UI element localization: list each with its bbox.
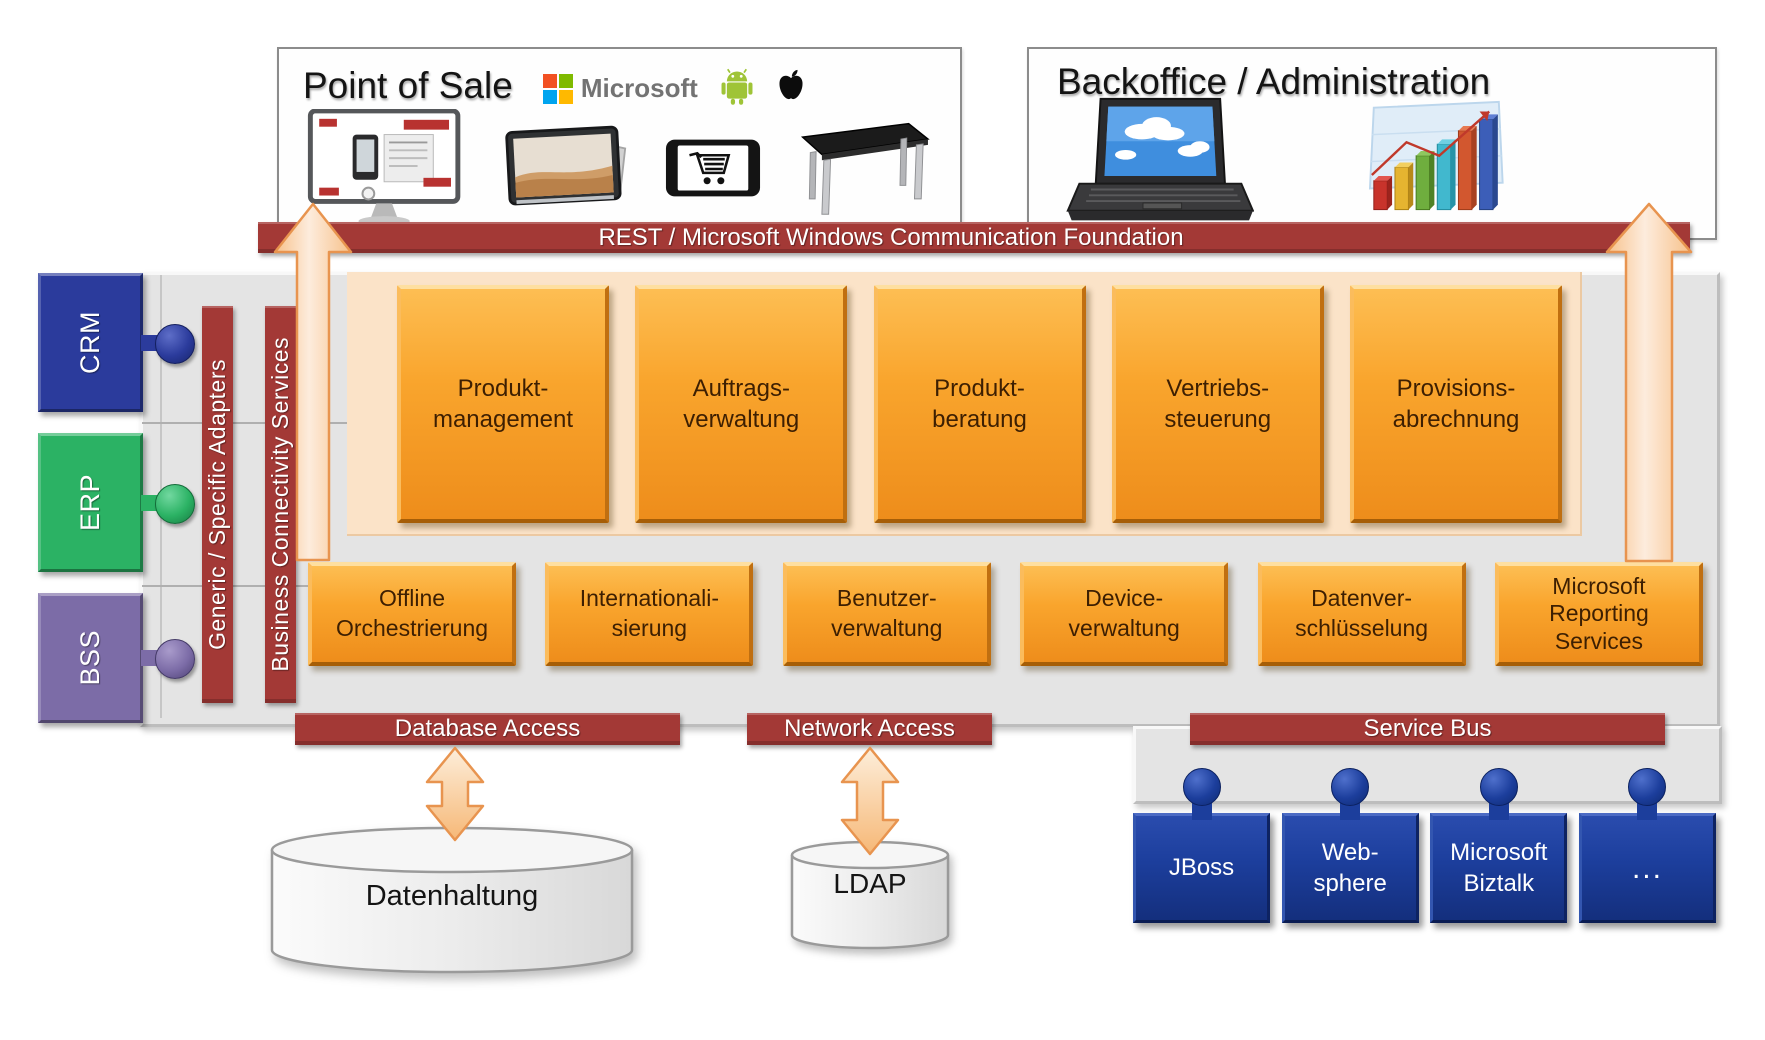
system-box-bss: BSS: [38, 593, 143, 723]
adapter-bar-bcs-label: Business Connectivity Services: [267, 337, 293, 672]
adapter-bar-generic: Generic / Specific Adapters: [202, 306, 233, 703]
services-row-1: Produkt- management Auftrags- verwaltung…: [397, 285, 1562, 523]
system-box-crm: CRM: [38, 273, 143, 412]
rest-wcf-bar: REST / Microsoft Windows Communication F…: [258, 222, 1690, 253]
service-bus-bar: Service Bus: [1190, 713, 1665, 745]
service-box-internationalisierung: Internationali- sierung: [545, 562, 754, 666]
service-bus-nodes: JBoss Web- sphere Microsoft Biztalk ...: [1133, 768, 1716, 923]
adapter-bar-bcs: Business Connectivity Services: [265, 306, 296, 703]
pos-table-image: [787, 114, 932, 227]
biztalk-puzzle-knob: [1479, 768, 1518, 806]
network-access-label: Network Access: [784, 715, 955, 742]
pos-terminal-image: [307, 108, 475, 232]
node-jboss: JBoss: [1133, 768, 1270, 923]
backoffice-panel: Backoffice / Administration: [1027, 47, 1717, 240]
service-box-ms-reporting: Microsoft Reporting Services: [1494, 562, 1703, 666]
database-access-bar: Database Access: [295, 713, 680, 745]
point-of-sale-panel: Point of Sale Microsoft: [277, 47, 962, 240]
service-box-offline-orchestrierung: Offline Orchestrierung: [308, 562, 516, 666]
websphere-puzzle-knob: [1331, 768, 1370, 806]
service-box-benutzerverwaltung: Benutzer- verwaltung: [782, 562, 991, 666]
service-box-produktmanagement: Produkt- management: [397, 285, 609, 523]
system-box-bss-label: BSS: [75, 630, 105, 686]
rail-divider-line: [142, 422, 347, 424]
node-other: ...: [1578, 768, 1716, 923]
laptop-image: [1059, 95, 1255, 235]
node-ms-biztalk: Microsoft Biztalk: [1430, 768, 1568, 923]
service-box-datenverschluesselung: Datenver- schlüsselung: [1257, 562, 1466, 666]
ldap-label: LDAP: [833, 868, 907, 899]
datenhaltung-label: Datenhaltung: [365, 880, 539, 912]
service-box-provisionsabrechnung: Provisions- abrechnung: [1350, 285, 1562, 523]
tablet-image: [500, 122, 640, 219]
network-access-bar: Network Access: [747, 713, 992, 745]
services-row-2: Offline Orchestrierung Internationali- s…: [308, 562, 1703, 666]
service-box-vertriebssteuerung: Vertriebs- steuerung: [1111, 285, 1324, 523]
node-websphere: Web- sphere: [1281, 768, 1419, 923]
system-box-erp: ERP: [38, 433, 143, 572]
service-box-deviceverwaltung: Device- verwaltung: [1020, 562, 1229, 666]
rest-wcf-label: REST / Microsoft Windows Communication F…: [598, 223, 1184, 251]
service-box-auftragsverwaltung: Auftrags- verwaltung: [635, 285, 848, 523]
backoffice-title: Backoffice / Administration: [1057, 61, 1491, 102]
other-puzzle-knob: [1628, 768, 1667, 806]
bss-puzzle-knob: [155, 639, 195, 679]
service-box-produktberatung: Produkt- beratung: [873, 285, 1086, 523]
point-of-sale-title: Point of Sale: [303, 64, 513, 106]
jboss-puzzle-knob: [1182, 768, 1221, 806]
datenhaltung-cylinder: [268, 824, 636, 983]
rail-divider-line: [142, 585, 347, 587]
arrow-network-bidirectional: [840, 746, 900, 856]
system-box-erp-label: ERP: [75, 473, 105, 532]
smartphone-cart-image: [664, 137, 762, 204]
database-access-label: Database Access: [394, 715, 581, 742]
crm-puzzle-knob: [155, 324, 195, 364]
microsoft-logo-label: Microsoft: [580, 73, 698, 103]
erp-puzzle-knob: [155, 484, 195, 524]
bar-chart-3d-image: [1354, 100, 1509, 230]
system-box-crm-label: CRM: [75, 311, 105, 374]
android-icon: [720, 67, 754, 110]
adapter-bar-generic-label: Generic / Specific Adapters: [204, 359, 230, 650]
apple-icon: [776, 68, 806, 109]
service-bus-label: Service Bus: [1363, 715, 1492, 742]
microsoft-logo: [542, 73, 573, 104]
